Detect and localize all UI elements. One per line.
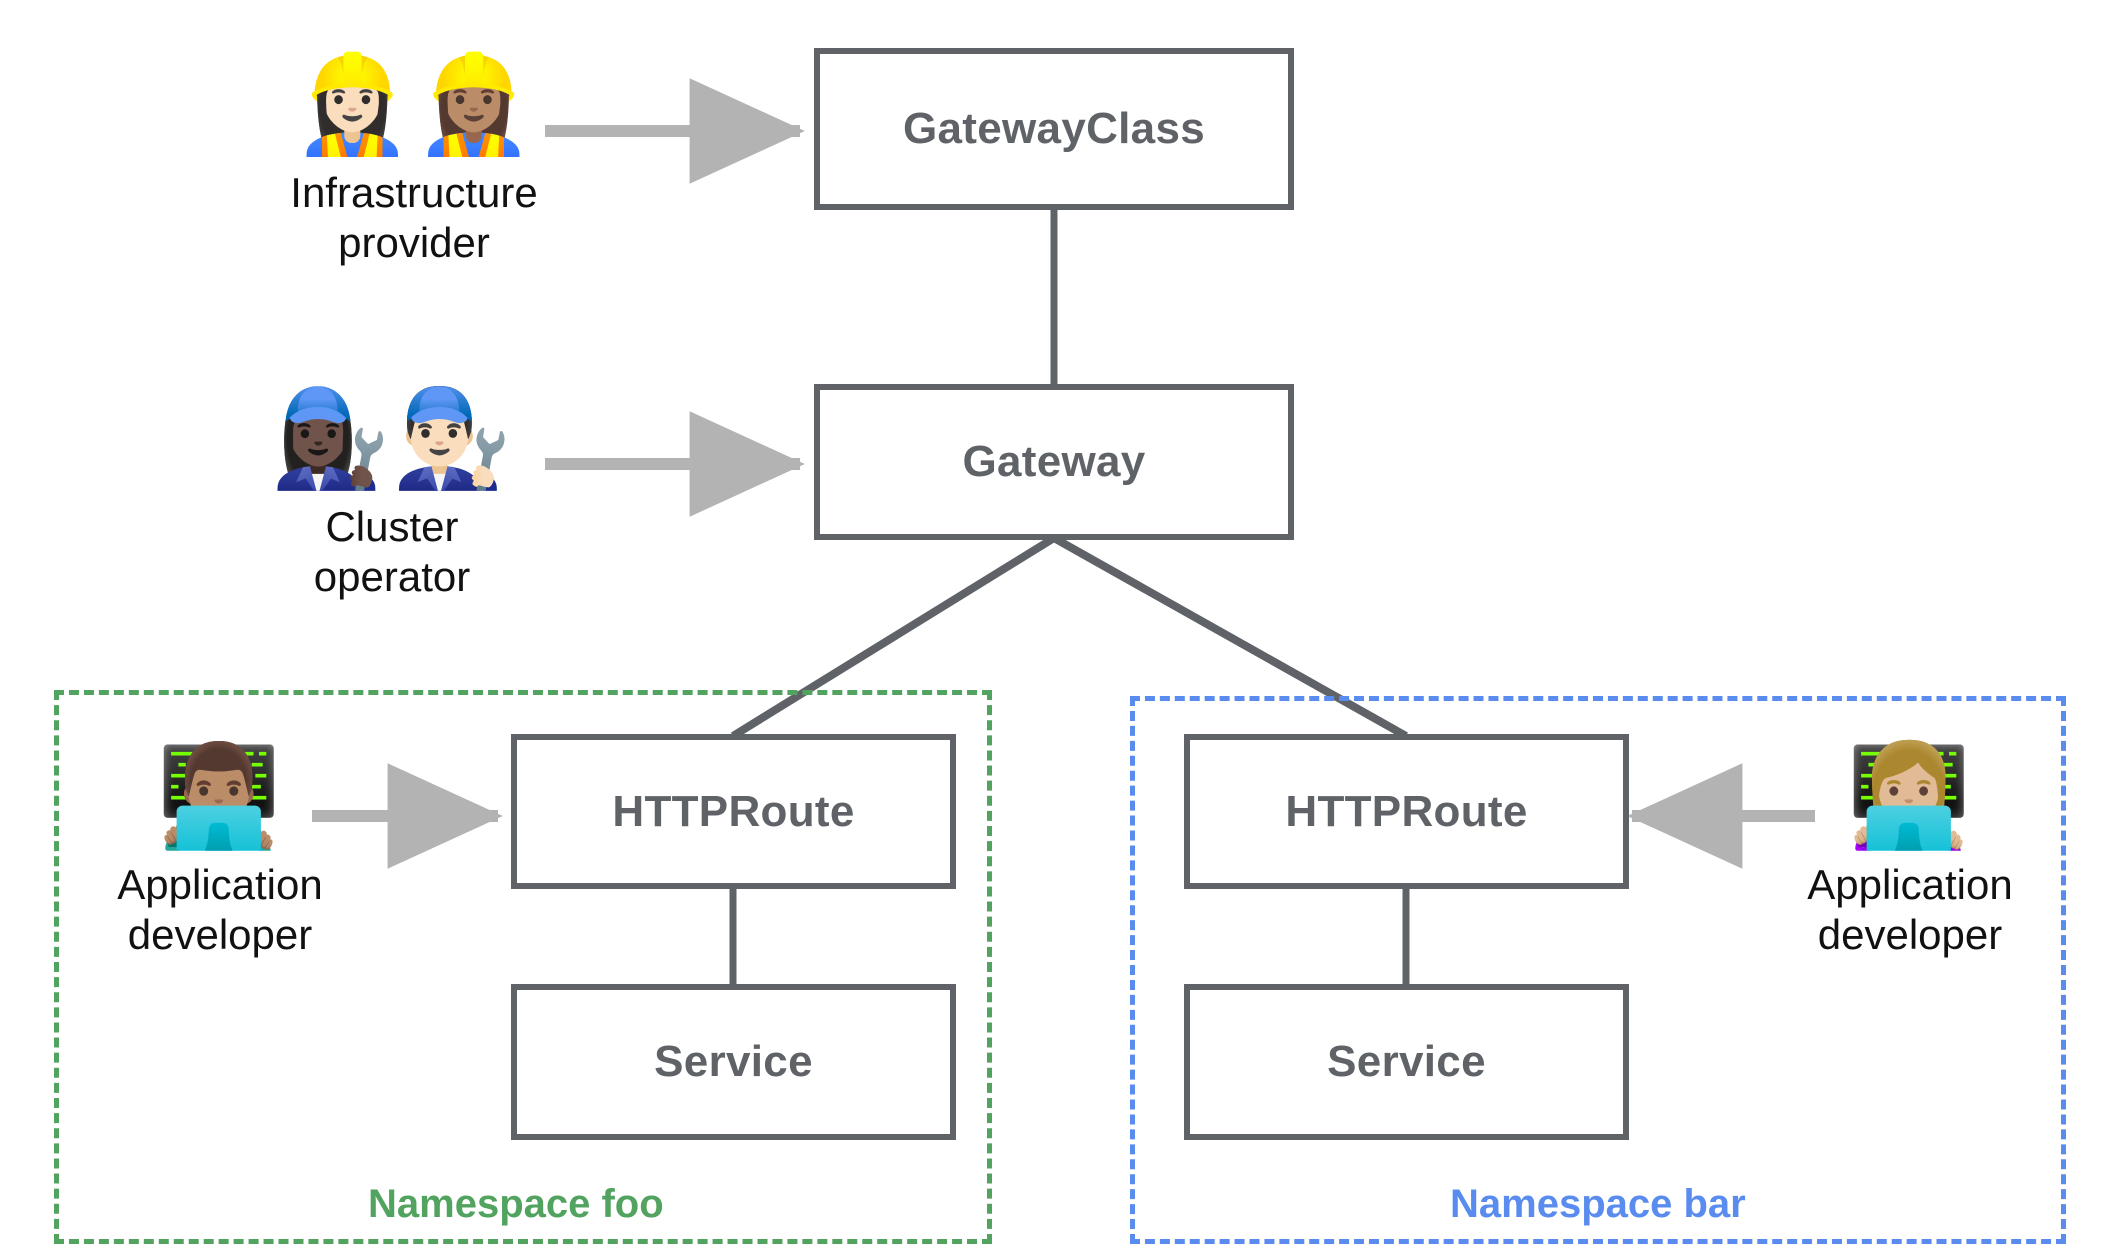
service-bar-label: Service xyxy=(1327,1037,1486,1086)
application-developer-bar-caption: Application developer xyxy=(1807,861,2013,958)
httproute-foo-label: HTTPRoute xyxy=(612,786,855,836)
namespace-foo-label: Namespace foo xyxy=(368,1182,664,1226)
httproute-bar-label: HTTPRoute xyxy=(1285,786,1528,836)
gatewayclass-box[interactable]: GatewayClass xyxy=(814,48,1294,210)
persona-application-developer-bar: 👩🏼‍💻 Application developer xyxy=(1740,740,2080,959)
persona-application-developer-foo: 👨🏽‍💻 Application developer xyxy=(50,740,390,959)
persona-cluster-operator: 👩🏿‍🔧👨🏻‍🔧 Cluster operator xyxy=(222,382,562,601)
namespace-bar-label: Namespace bar xyxy=(1450,1182,1746,1226)
service-foo-label: Service xyxy=(654,1037,813,1086)
persona-infrastructure-provider: 👷🏻‍♀️👷🏽‍♀️ Infrastructure provider xyxy=(244,48,584,267)
mechanic-icon: 👩🏿‍🔧👨🏻‍🔧 xyxy=(270,382,514,494)
gatewayclass-label: GatewayClass xyxy=(903,104,1205,153)
gateway-box[interactable]: Gateway xyxy=(814,384,1294,540)
httproute-bar-box[interactable]: HTTPRoute xyxy=(1184,734,1629,889)
man-technologist-icon: 👨🏽‍💻 xyxy=(156,737,284,854)
gateway-label: Gateway xyxy=(962,437,1146,486)
namespace-foo-region xyxy=(54,690,992,1244)
woman-construction-worker-icon: 👷🏻‍♀️👷🏽‍♀️ xyxy=(292,48,536,160)
woman-technologist-icon: 👩🏼‍💻 xyxy=(1846,737,1974,854)
httproute-foo-box[interactable]: HTTPRoute xyxy=(511,734,956,889)
infrastructure-provider-caption: Infrastructure provider xyxy=(290,169,538,266)
application-developer-foo-caption: Application developer xyxy=(117,861,323,958)
service-foo-box[interactable]: Service xyxy=(511,984,956,1140)
namespace-bar-region xyxy=(1130,696,2066,1244)
cluster-operator-caption: Cluster operator xyxy=(313,503,471,600)
service-bar-box[interactable]: Service xyxy=(1184,984,1629,1140)
